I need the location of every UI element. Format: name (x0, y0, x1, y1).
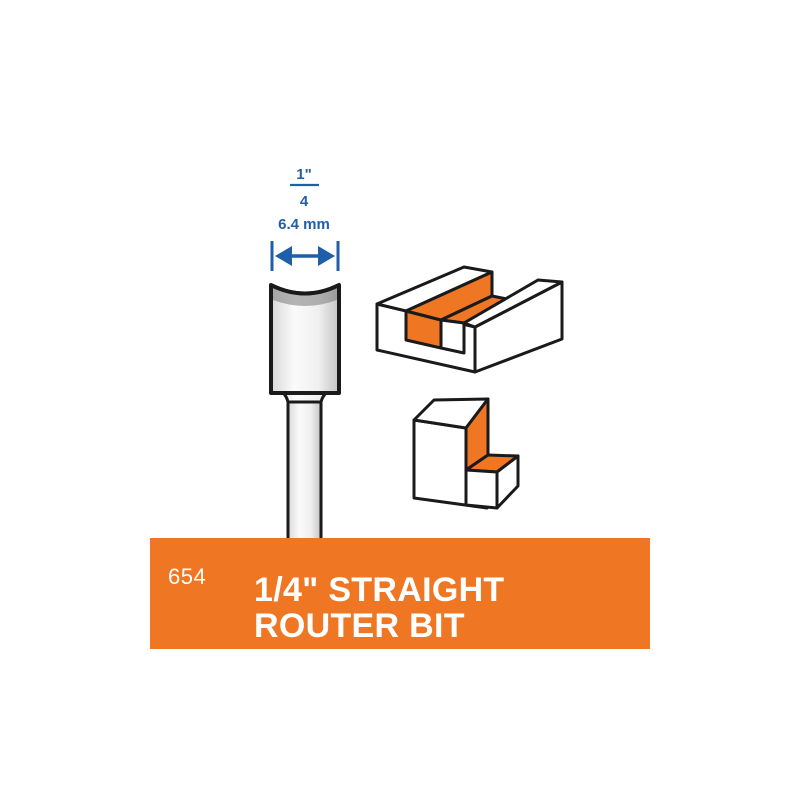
groove-cut-icon (375, 265, 564, 374)
product-title-line-2: ROUTER BIT (254, 607, 465, 645)
product-title-line-1: 1/4" STRAIGHT (254, 571, 505, 609)
product-banner: 654 1/4" STRAIGHT ROUTER BIT (150, 538, 650, 649)
dimension-label: 1" 4 6.4 mm (278, 166, 330, 233)
product-title: 1/4" STRAIGHT ROUTER BIT (254, 572, 505, 644)
product-code: 654 (168, 564, 207, 589)
metric-size: 6.4 mm (278, 216, 330, 233)
rabbet-cut-icon (412, 397, 520, 510)
fraction-numerator: 1" (296, 166, 311, 183)
fraction-denominator: 4 (300, 193, 309, 210)
double-arrow-icon (270, 241, 340, 271)
router-bit-icon (269, 283, 341, 542)
